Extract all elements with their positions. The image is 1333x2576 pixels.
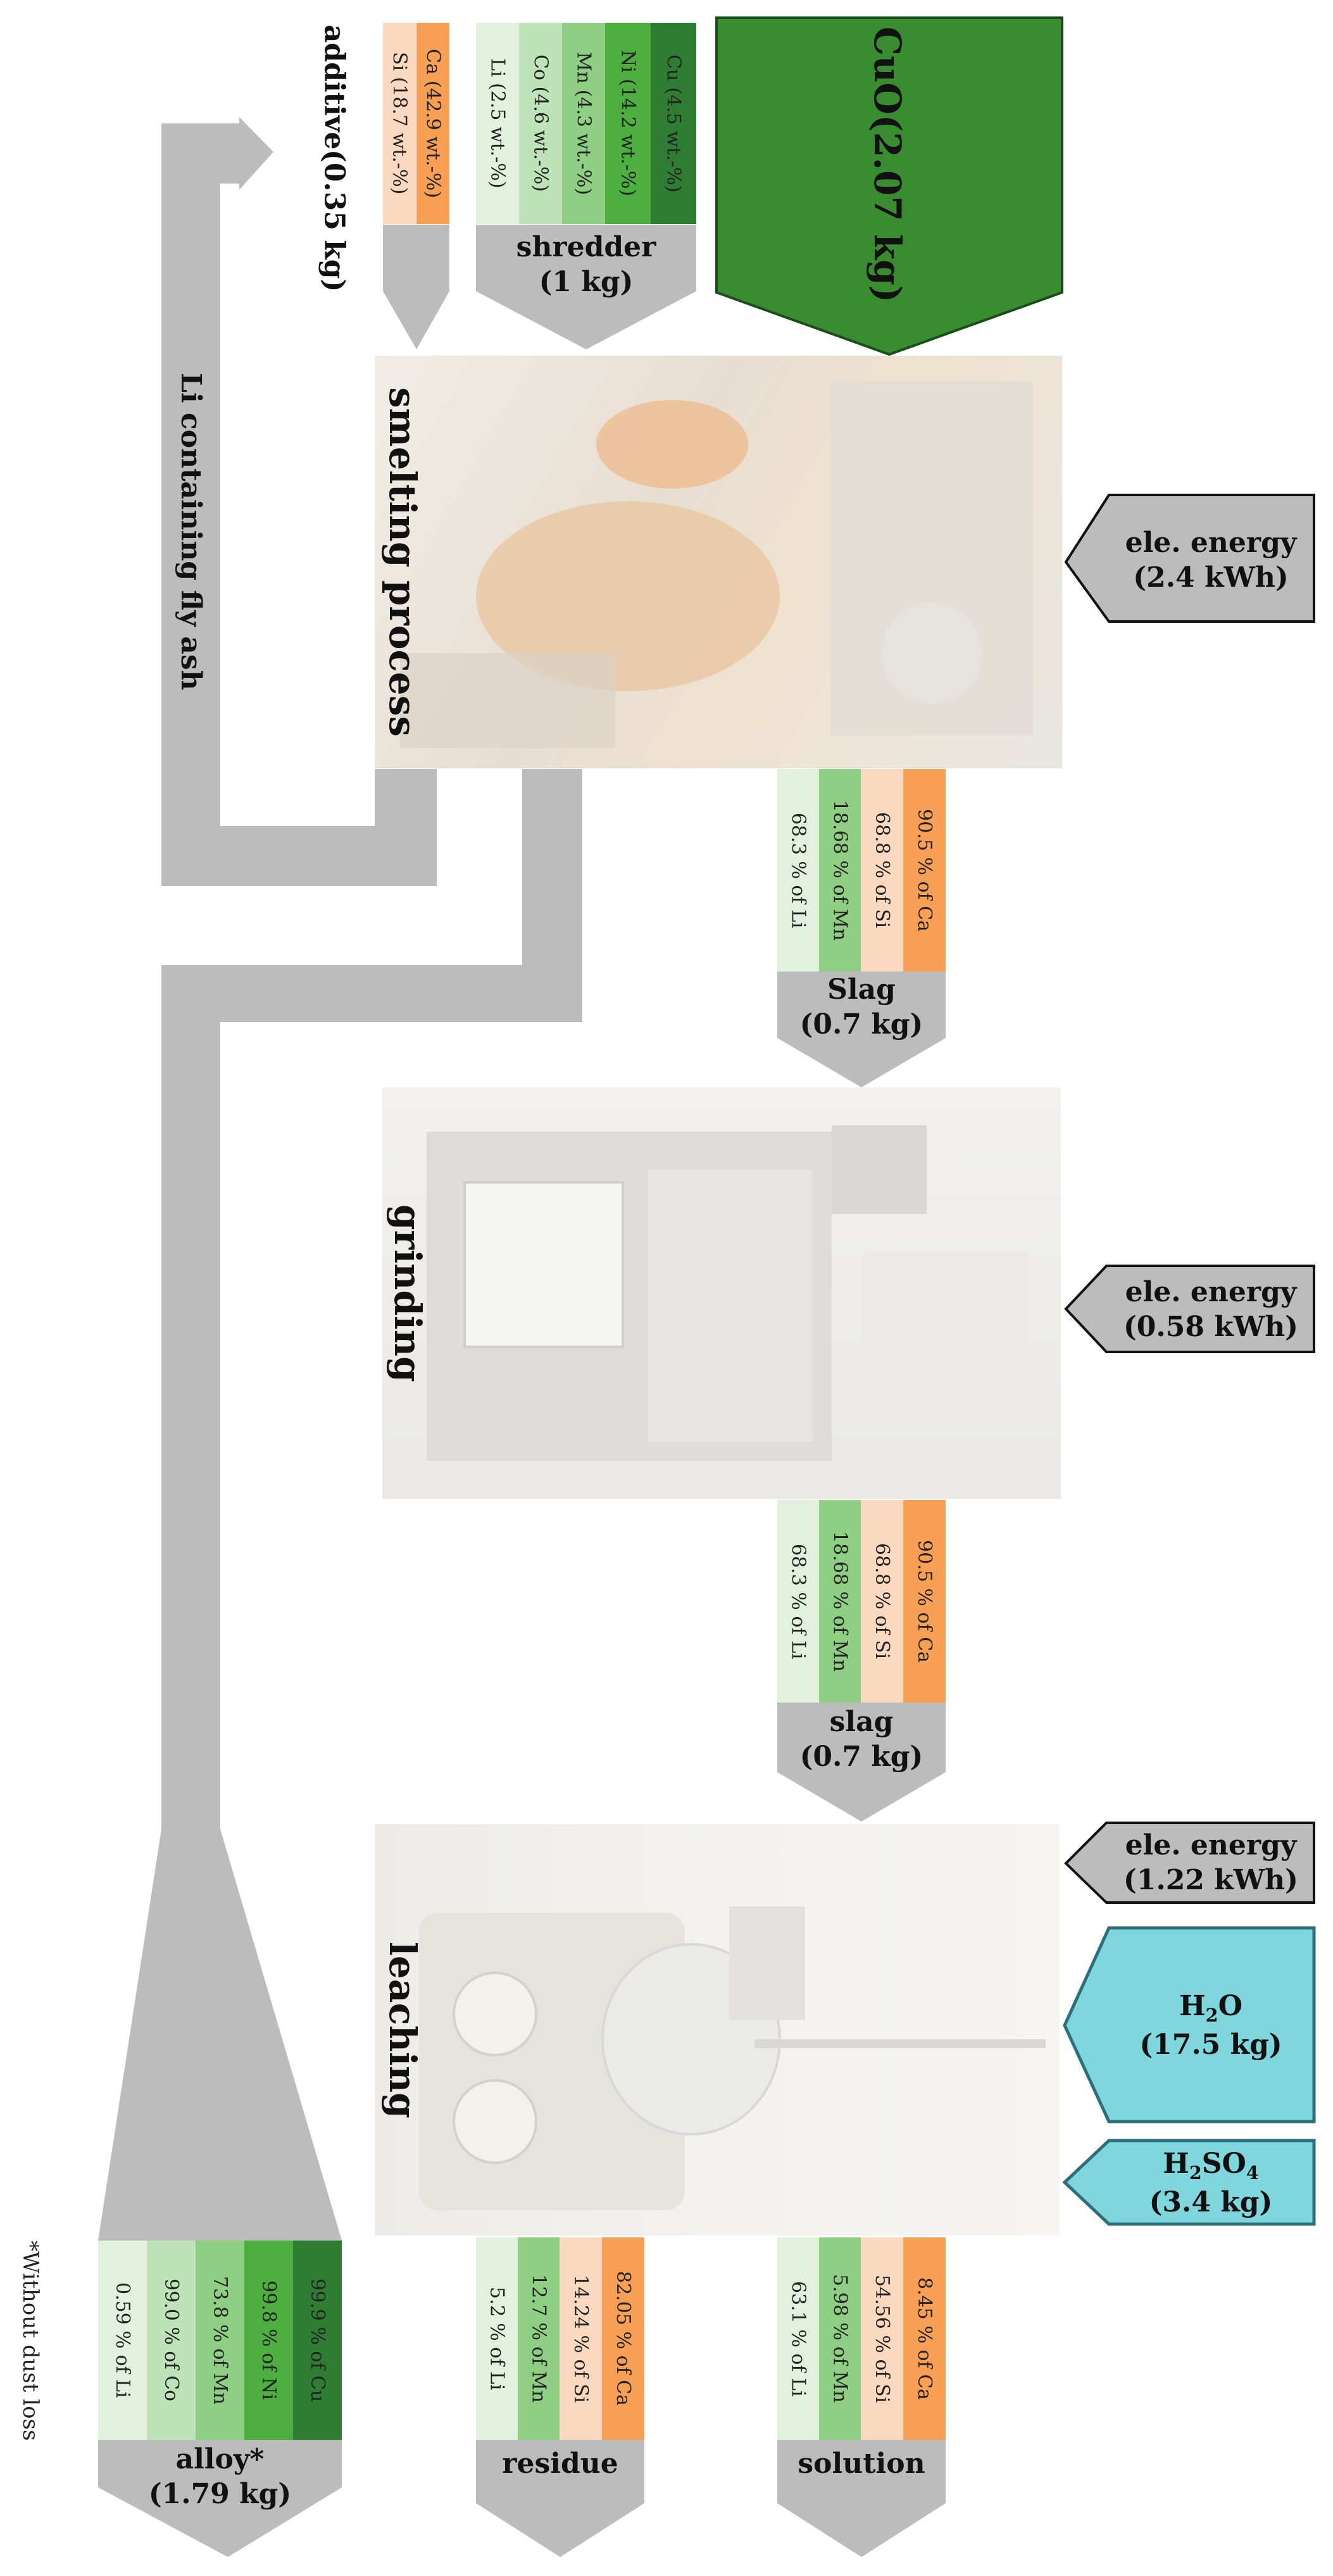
h2so4-formula: H2SO4 — [1163, 2148, 1259, 2184]
additive-label: additive (0.35 kg) — [296, 25, 372, 292]
additive-label-text: additive — [318, 24, 351, 149]
shredder-amount-text: (1 kg) — [539, 266, 634, 298]
h2o-input-arrow — [1063, 1926, 1316, 2123]
additive-flow-arrow — [383, 225, 449, 349]
smelting-process-label: smelting process — [381, 387, 424, 737]
slag2-flow-arrow — [777, 1703, 946, 1822]
leaching-photo — [375, 1824, 1060, 2235]
leaching-energy-arrow — [1064, 1822, 1315, 1904]
smelting-process-photo — [375, 356, 1062, 768]
slag2-mn-bar: 18.68 % of Mn — [819, 1500, 861, 1703]
shredder-label: shredder (1 kg) — [476, 229, 696, 300]
grinding-energy-amount-text: (0.58 kWh) — [1123, 1311, 1298, 1343]
shredder-flow-arrow — [476, 225, 696, 349]
grinding-energy-label: ele. energy (0.58 kWh) — [1109, 1268, 1313, 1351]
solution-ca-bar: 8.45 % of Ca — [903, 2237, 946, 2440]
h2so4-label: H2SO4 (3.4 kg) — [1109, 2142, 1313, 2223]
grinding-energy-label-text: ele. energy — [1125, 1276, 1297, 1308]
slag2-li-bar: 68.3 % of Li — [777, 1500, 819, 1703]
cuo-label: CuO (2.07 kg) — [780, 27, 995, 303]
slag2-ca-bar: 90.5 % of Ca — [903, 1500, 946, 1703]
slag1-mn-bar: 18.68 % of Mn — [819, 769, 861, 972]
residue-mn-bar: 12.7 % of Mn — [518, 2237, 560, 2440]
residue-li-bar: 5.2 % of Li — [476, 2237, 518, 2440]
slag2-label: slag (0.7 kg) — [777, 1704, 946, 1775]
solution-mn-bar: 5.98 % of Mn — [819, 2237, 861, 2440]
shredder-mn-bar: Mn (4.3 wt.-%) — [562, 23, 605, 224]
slag1-si-bar: 68.8 % of Si — [861, 769, 903, 972]
solution-label: solution — [798, 2447, 925, 2480]
slag1-label-text: Slag — [827, 973, 896, 1006]
alloy-cu-bar: 99.9 % of Cu — [293, 2241, 342, 2440]
slag2-amount-text: (0.7 kg) — [799, 1741, 923, 1773]
cuo-amount-text: (2.07 kg) — [866, 114, 909, 303]
cuo-label-text: CuO — [866, 27, 909, 115]
residue-si-bar: 14.24 % of Si — [560, 2237, 602, 2440]
shredder-li-bar: Li (2.5 wt.-%) — [476, 23, 519, 224]
footnote: *Without dust loss — [18, 2241, 43, 2441]
slag1-li-bar: 68.3 % of Li — [777, 769, 819, 972]
fly-ash-return-arrow — [161, 117, 437, 886]
additive-amount-text: (0.35 kg) — [318, 149, 351, 292]
h2so4-input-arrow — [1062, 2139, 1316, 2226]
h2o-amount-text: (17.5 kg) — [1139, 2028, 1282, 2061]
slag1-amount-text: (0.7 kg) — [799, 1008, 923, 1041]
alloy-ni-bar: 99.8 % of Ni — [244, 2241, 293, 2440]
solution-flow-arrow — [777, 2440, 946, 2557]
residue-flow-arrow — [476, 2440, 644, 2557]
shredder-cu-bar: Cu (4.5 wt.-%) — [651, 23, 696, 224]
alloy-co-bar: 99.0 % of Co — [147, 2241, 196, 2440]
alloy-label: alloy* (1.79 kg) — [98, 2442, 342, 2511]
shredder-label-text: shredder — [516, 231, 656, 263]
h2o-label: H2O (17.5 kg) — [1109, 1930, 1313, 2120]
slag2-si-bar: 68.8 % of Si — [861, 1500, 903, 1703]
alloy-li-bar: 0.59 % of Li — [98, 2241, 147, 2440]
grinding-energy-arrow — [1064, 1265, 1315, 1353]
smelting-energy-label: ele. energy (2.4 kWh) — [1109, 500, 1313, 620]
smelting-energy-label-text: ele. energy — [1125, 527, 1297, 559]
grinding-label: grinding — [386, 1204, 429, 1382]
solution-si-bar: 54.56 % of Si — [861, 2237, 903, 2440]
solution-li-bar: 63.1 % of Li — [777, 2237, 819, 2440]
residue-label: residue — [502, 2447, 618, 2480]
alloy-mn-bar: 73.8 % of Mn — [196, 2241, 244, 2440]
smelting-energy-arrow — [1064, 494, 1315, 623]
cuo-flow-arrow — [715, 16, 1063, 356]
leaching-energy-label: ele. energy (1.22 kWh) — [1109, 1824, 1313, 1901]
grinding-photo — [382, 1087, 1061, 1499]
alloy-amount-text: (1.79 kg) — [148, 2478, 292, 2510]
h2o-formula: H2O — [1179, 1990, 1242, 2027]
slag1-flow-arrow — [777, 972, 946, 1087]
residue-ca-bar: 82.05 % of Ca — [602, 2237, 644, 2440]
shredder-co-bar: Co (4.6 wt.-%) — [519, 23, 562, 224]
slag1-ca-bar: 90.5 % of Ca — [903, 769, 946, 972]
shredder-ni-bar: Ni (14.2 wt.-%) — [605, 23, 651, 224]
additive-si-bar: Si (18.7 wt.-%) — [383, 23, 416, 224]
slag2-label-text: slag — [829, 1706, 894, 1738]
leaching-energy-label-text: ele. energy — [1125, 1829, 1297, 1861]
alloy-flow-arrow — [98, 769, 582, 2557]
additive-ca-bar: Ca (42.9 wt.-%) — [416, 23, 449, 224]
slag1-label: Slag (0.7 kg) — [777, 973, 946, 1041]
alloy-label-text: alloy* — [175, 2443, 265, 2475]
leaching-energy-amount-text: (1.22 kWh) — [1123, 1864, 1298, 1896]
fly-ash-label: Li containing fly ash — [175, 373, 207, 691]
smelting-energy-amount-text: (2.4 kWh) — [1133, 561, 1289, 594]
leaching-label: leaching — [381, 1941, 424, 2118]
h2so4-amount-text: (3.4 kg) — [1149, 2185, 1273, 2218]
